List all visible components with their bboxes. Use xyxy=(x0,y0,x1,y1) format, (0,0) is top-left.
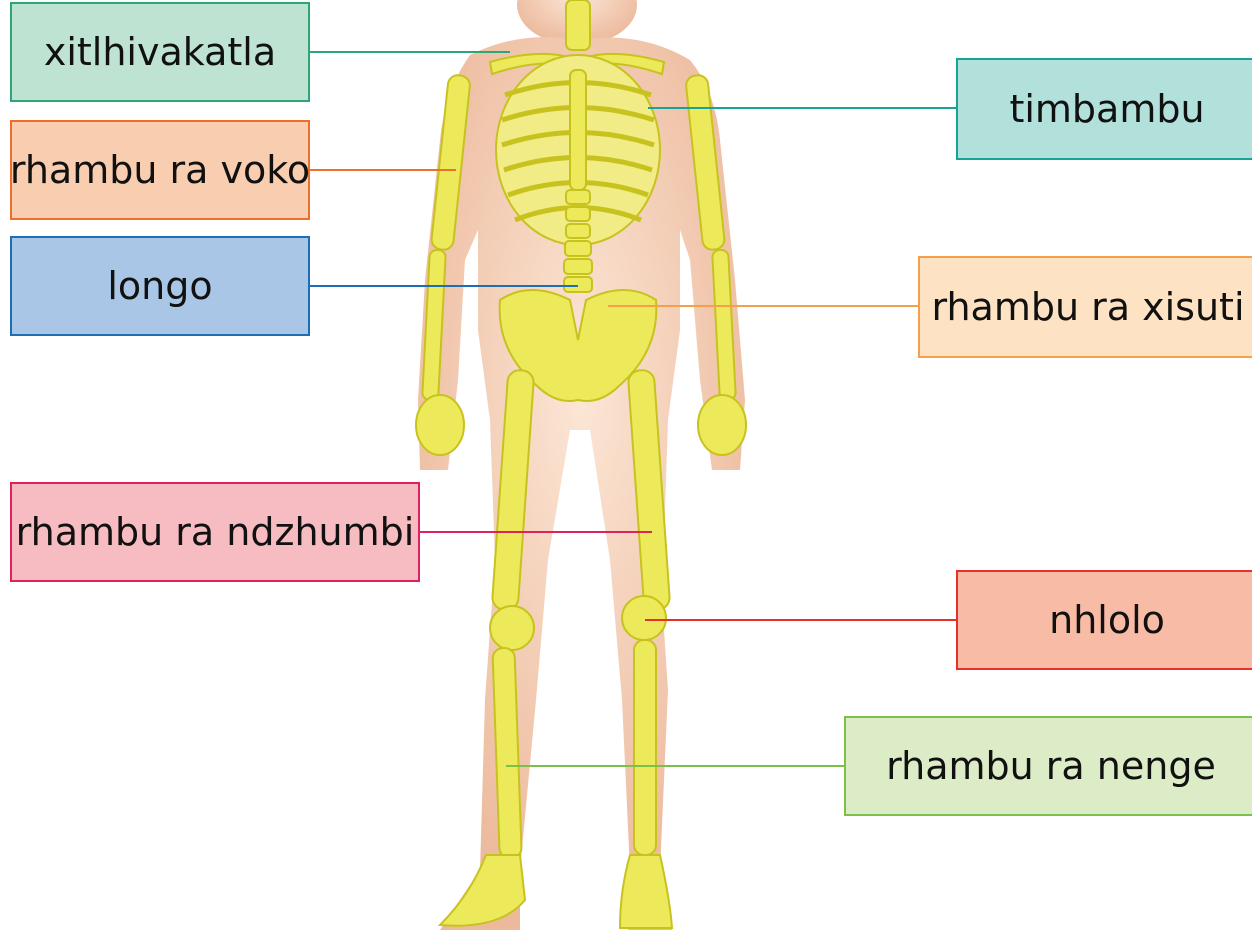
sternum xyxy=(570,70,586,190)
label-timbambu: timbambu xyxy=(956,58,1252,160)
label-rhambu-ra-voko: rhambu ra voko xyxy=(10,120,310,220)
hand-left xyxy=(416,395,464,455)
label-xitlhivakatla: xitlhivakatla xyxy=(10,2,310,102)
hand-right xyxy=(698,395,746,455)
foot-right xyxy=(620,855,672,928)
label-rhambu-ra-xisuti: rhambu ra xisuti xyxy=(918,256,1252,358)
label-nhlolo: nhlolo xyxy=(956,570,1252,670)
knee-right xyxy=(622,596,666,640)
label-rhambu-ra-nenge: rhambu ra nenge xyxy=(844,716,1252,816)
neck-bones xyxy=(566,0,590,50)
label-longo: longo xyxy=(10,236,310,336)
knee-left xyxy=(490,606,534,650)
tibia-right xyxy=(634,640,656,855)
label-rhambu-ra-ndzhumbi: rhambu ra ndzhumbi xyxy=(10,482,420,582)
